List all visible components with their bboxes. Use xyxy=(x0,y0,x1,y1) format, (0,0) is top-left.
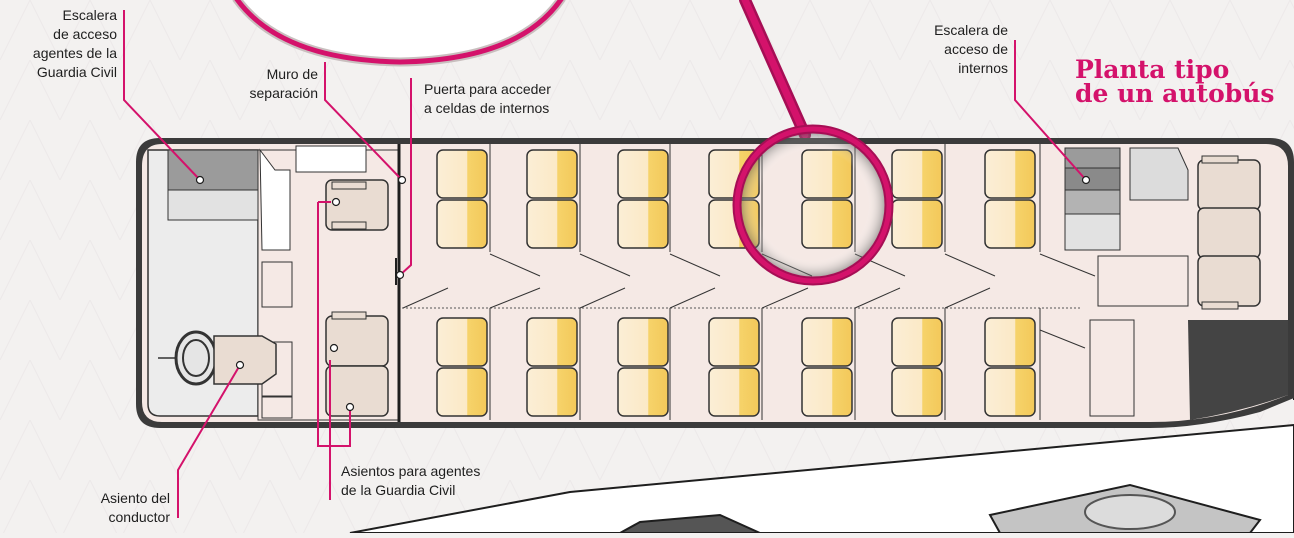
seat-icon xyxy=(526,199,578,249)
seat-icon xyxy=(436,149,488,199)
seat-icon xyxy=(984,149,1036,199)
label-muro: Muro de separación xyxy=(249,66,319,101)
seat-icon xyxy=(708,317,760,367)
seat-icon xyxy=(891,149,943,199)
seat-icon xyxy=(801,367,853,417)
seat-icon xyxy=(617,367,669,417)
seat-icon xyxy=(891,317,943,367)
seat-icon xyxy=(984,367,1036,417)
seat-icon xyxy=(617,317,669,367)
magnifier-lens-icon xyxy=(737,129,889,281)
seat-icon xyxy=(526,149,578,199)
seat-icon xyxy=(436,199,488,249)
label-puerta: Puerta para acceder a celdas de internos xyxy=(424,81,551,116)
page-title: Planta tipo de un autobús xyxy=(1075,55,1275,108)
seat-icon xyxy=(708,367,760,417)
seat-icon xyxy=(526,367,578,417)
guard-seats xyxy=(325,179,389,417)
seat-icon xyxy=(801,317,853,367)
rear-stairs xyxy=(1064,147,1121,251)
seat-icon xyxy=(984,199,1036,249)
magnifier-top-lens-icon xyxy=(232,0,566,67)
label-escalera-internos: Escalera de acceso de internos xyxy=(934,22,1008,76)
rear-bench-seats xyxy=(1197,155,1261,310)
seat-icon xyxy=(984,317,1036,367)
seat-icon xyxy=(436,317,488,367)
label-escalera-agentes: Escalera de acceso agentes de la Guardia… xyxy=(32,7,117,80)
seat-icon xyxy=(891,367,943,417)
seat-icon xyxy=(526,317,578,367)
seat-icon xyxy=(617,149,669,199)
seat-icon xyxy=(617,199,669,249)
label-asiento-conductor: Asiento del conductor xyxy=(100,490,170,525)
driver-seat xyxy=(213,335,277,385)
leader-lines xyxy=(123,10,1087,518)
bus-body xyxy=(136,138,1294,428)
label-asientos-agentes: Asientos para agentes de la Guardia Civi… xyxy=(341,463,481,498)
seat-icon xyxy=(436,367,488,417)
seat-icon xyxy=(891,199,943,249)
